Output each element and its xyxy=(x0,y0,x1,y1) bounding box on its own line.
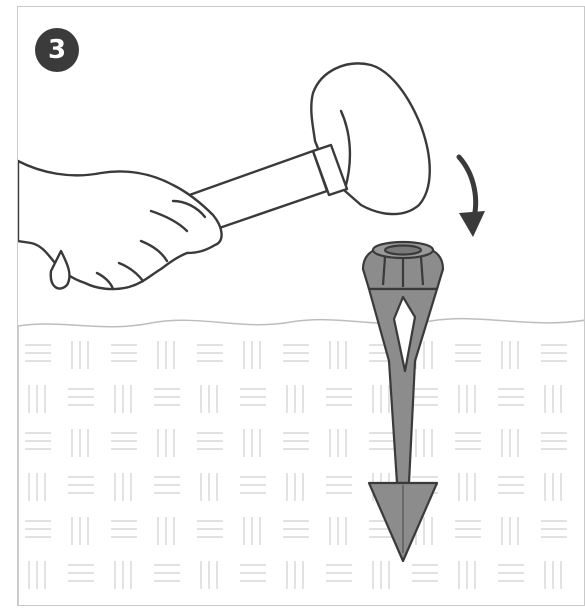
hand-holding-mallet xyxy=(18,159,223,291)
ground-soil xyxy=(18,317,584,605)
illustration-scene xyxy=(18,62,584,605)
illustration-panel: 3 xyxy=(17,6,585,606)
ground-stake xyxy=(361,240,445,563)
curved-downward-arrow xyxy=(456,154,485,237)
step-number-badge: 3 xyxy=(35,28,79,72)
rubber-mallet xyxy=(179,62,431,239)
